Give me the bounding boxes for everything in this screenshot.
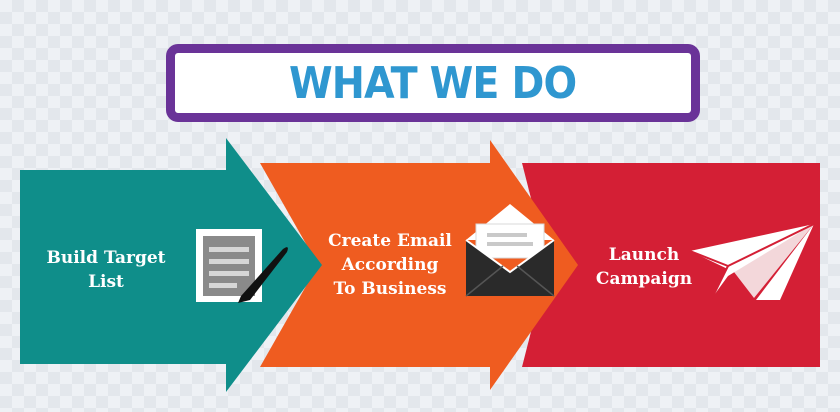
step-1-arrow [20, 138, 322, 392]
title-box: WHAT WE DO [166, 44, 700, 122]
step-1-label: Build Target List [44, 246, 168, 294]
envelope-icon [465, 204, 555, 297]
step-2-line-2: According [341, 255, 439, 275]
step-3-line-1: Launch [608, 245, 680, 265]
step-3-line-2: Campaign [595, 269, 693, 289]
document-pen-icon [196, 229, 288, 303]
step-2-line-1: Create Email [328, 231, 452, 251]
step-2-arrow [260, 140, 578, 390]
step-3-arrow [522, 163, 820, 367]
paper-plane-icon [689, 223, 815, 300]
step-2-label: Create Email According To Business [322, 229, 458, 301]
step-3-label: Launch Campaign [588, 243, 700, 291]
step-1-line-1: Build Target [46, 248, 166, 268]
step-1-line-2: List [88, 272, 124, 292]
page-title: WHAT WE DO [289, 57, 577, 109]
step-2-line-3: To Business [333, 279, 447, 299]
